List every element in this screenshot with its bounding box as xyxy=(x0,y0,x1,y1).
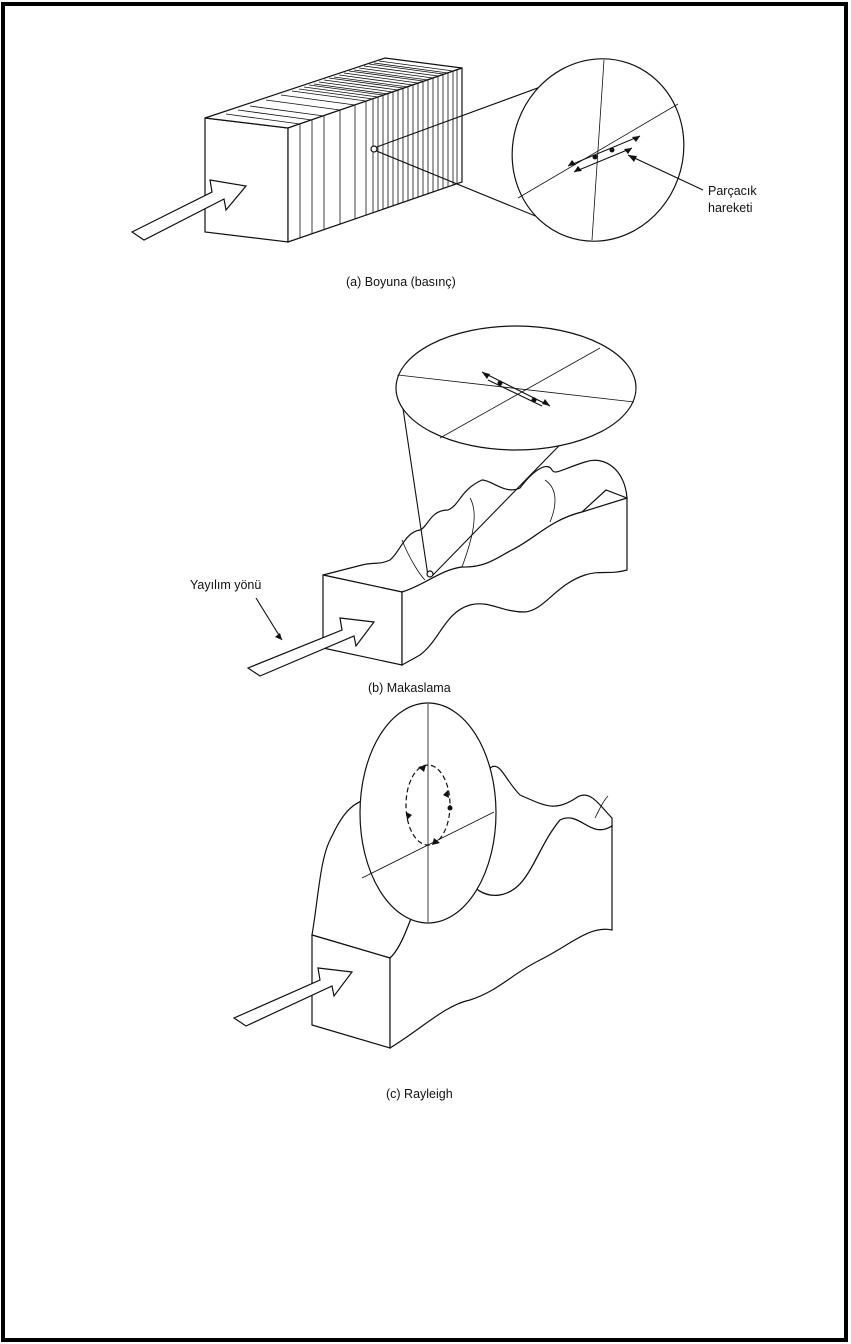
particle-point-a xyxy=(371,146,377,152)
caption-a: (a) Boyuna (basınç) xyxy=(346,275,456,289)
particle-motion-label-line1: Parçacık xyxy=(708,184,757,198)
caption-b: (b) Makaslama xyxy=(368,681,451,695)
particle-point-b xyxy=(427,571,433,577)
particle-motion-label-line2: hareketi xyxy=(708,201,752,215)
caption-c: (c) Rayleigh xyxy=(386,1087,453,1101)
panel-c-rayleigh: (c) Rayleigh xyxy=(234,703,612,1101)
block-a-front-face xyxy=(205,118,288,242)
panel-a-longitudinal: Parçacık hareketi (a) Boyuna (basınç) xyxy=(132,34,757,289)
propagation-direction-label: Yayılım yönü xyxy=(190,578,261,592)
magnifier-ellipse-b xyxy=(396,326,636,450)
propagation-label-leader xyxy=(256,598,282,640)
panel-b-shear: Yayılım yönü (b) Makaslama xyxy=(190,326,636,695)
